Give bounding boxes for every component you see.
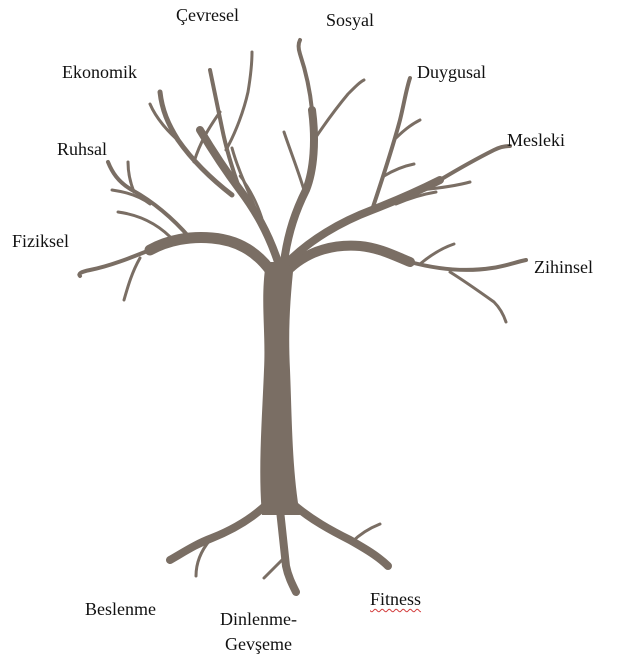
- limb-left-main: [150, 238, 270, 271]
- root-right: [294, 505, 388, 566]
- label-fiziksel: Fiziksel: [12, 232, 69, 250]
- root-left: [170, 505, 266, 560]
- label-dinlenme-line1: Dinlenme-: [220, 607, 297, 632]
- twig-zihinsel-b: [420, 244, 454, 264]
- branch-ruhsal: [108, 162, 190, 238]
- label-ruhsal: Ruhsal: [57, 140, 107, 158]
- label-mesleki: Mesleki: [507, 131, 565, 149]
- root-center-tip: [264, 558, 284, 578]
- branch-zihinsel: [410, 260, 526, 270]
- label-sosyal: Sosyal: [326, 11, 374, 29]
- label-cevresel: Çevresel: [176, 6, 239, 24]
- twig-cevresel-a: [226, 52, 252, 150]
- branch-mesleki: [440, 146, 510, 180]
- label-beslenme: Beslenme: [85, 600, 156, 618]
- label-ekonomik: Ekonomik: [62, 63, 137, 81]
- twig-zihinsel-a: [450, 272, 506, 322]
- twig-sosyal-b: [284, 132, 304, 190]
- label-dinlenme-line2: Gevşeme: [220, 632, 297, 657]
- label-duygusal: Duygusal: [417, 63, 486, 81]
- twig-fiziksel-a: [124, 258, 140, 300]
- label-dinlenme-gevseme: Dinlenme- Gevşeme: [220, 607, 297, 657]
- root-center: [280, 510, 296, 592]
- label-zihinsel: Zihinsel: [534, 258, 593, 276]
- twig-duygusal-b: [384, 164, 414, 176]
- twig-sosyal-a: [314, 80, 364, 140]
- root-right-tip: [352, 524, 380, 542]
- tree-trunk: [260, 262, 300, 515]
- label-fitness: Fitness: [370, 590, 421, 608]
- branch-duygusal: [372, 78, 410, 210]
- branch-ekonomik: [160, 92, 232, 195]
- branch-sosyal: [299, 40, 313, 110]
- branch-fiziksel: [79, 250, 150, 276]
